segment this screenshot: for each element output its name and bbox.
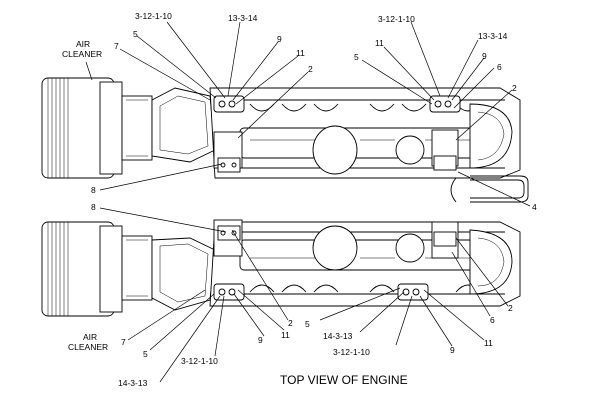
callout-13-3-14-top-left: 13-3-14 — [228, 13, 258, 23]
callout-11-bottom-right: 11 — [484, 338, 493, 348]
callout-8-bottom-left: 8 — [91, 202, 96, 212]
upper-air-cleaner — [41, 77, 153, 179]
callout-3-12-1-10-bottom-left: 3-12-1-10 — [181, 356, 218, 366]
connecting-hose-loop — [450, 175, 529, 203]
callout-6-top-right: 6 — [497, 62, 502, 72]
callout-9-bottom-left: 9 — [258, 335, 263, 345]
callout-5-top-right: 5 — [354, 52, 359, 62]
callout-5-bottom-right: 5 — [305, 319, 310, 329]
leader-lines — [85, 21, 531, 383]
callout-2-top-left: 2 — [308, 64, 313, 74]
lower-engine-bank — [41, 219, 521, 317]
callout-8-top-left: 8 — [91, 185, 96, 195]
callout-air-cleaner-bottom-1: AIR — [83, 332, 97, 342]
callout-4-hose: 4 — [532, 202, 537, 212]
callout-air-cleaner-top-1: AIR — [76, 39, 90, 49]
callout-2-top-right: 2 — [512, 83, 517, 93]
callout-2-bottom-right: 2 — [508, 303, 513, 313]
callout-11-top-right: 11 — [375, 38, 384, 48]
callout-9-top-right: 9 — [482, 51, 487, 61]
callout-3-12-1-10-bottom-right: 3-12-1-10 — [333, 347, 370, 357]
callout-5-bottom-left: 5 — [143, 349, 148, 359]
callout-air-cleaner-top-2: CLEANER — [62, 49, 102, 59]
callout-6-bottom-right: 6 — [490, 315, 495, 325]
callout-7-bottom-left: 7 — [121, 337, 126, 347]
callout-9-top-left: 9 — [277, 34, 282, 44]
callout-11-bottom-left: 11 — [281, 330, 290, 340]
diagram-caption: TOP VIEW OF ENGINE — [280, 373, 408, 387]
callout-5-top-left: 5 — [133, 29, 138, 39]
callout-14-3-13-bottom-left: 14-3-13 — [118, 378, 148, 388]
callout-7-top-left: 7 — [114, 41, 119, 51]
callout-14-3-13-bottom-right: 14-3-13 — [323, 331, 353, 341]
callout-labels: AIR CLEANER 7 5 3-12-1-10 13-3-14 9 11 2… — [62, 11, 537, 388]
callout-13-3-14-top-right: 13-3-14 — [478, 31, 508, 41]
upper-engine-bank — [41, 77, 521, 179]
callout-3-12-1-10-top-right: 3-12-1-10 — [378, 14, 415, 24]
lower-air-cleaner — [41, 221, 153, 317]
callout-3-12-1-10-top-left: 3-12-1-10 — [135, 11, 172, 21]
callout-2-bottom-left: 2 — [288, 318, 293, 328]
callout-11-top-left: 11 — [296, 48, 305, 58]
callout-9-bottom-right: 9 — [450, 345, 455, 355]
callout-air-cleaner-bottom-2: CLEANER — [68, 342, 108, 352]
